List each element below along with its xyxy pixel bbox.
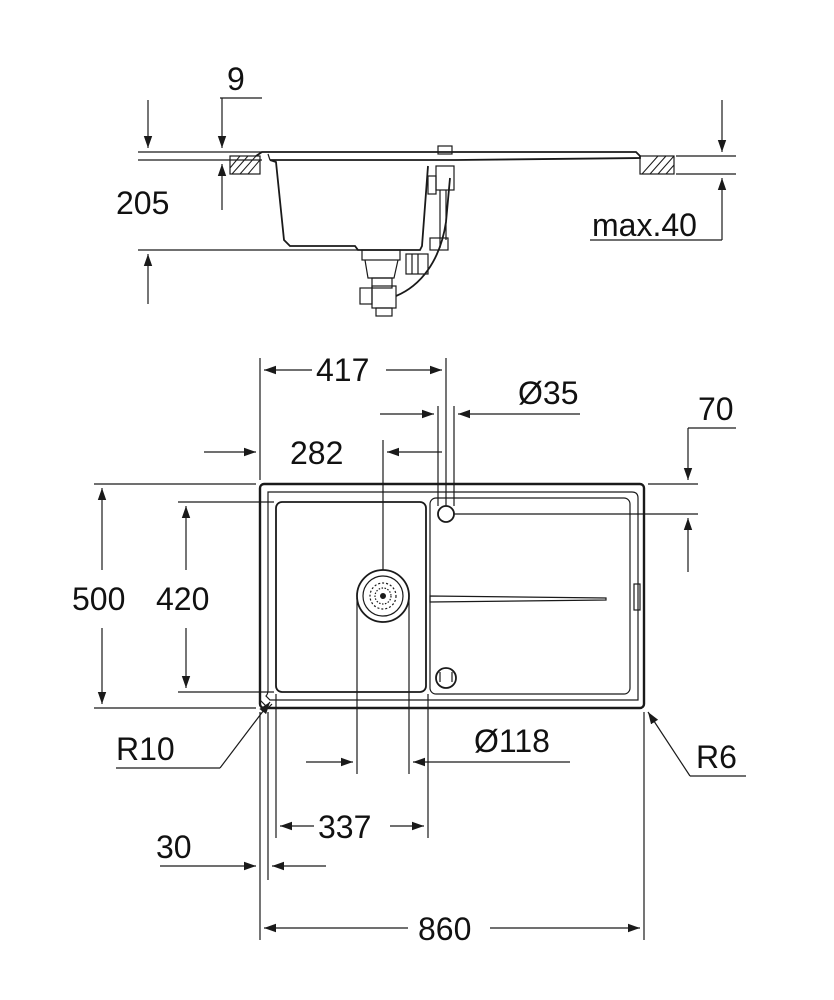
dim-width-to-tap: 417 [259, 352, 447, 506]
worktop-left-hatch [229, 155, 261, 175]
radius-inner-label: R10 [116, 731, 175, 767]
drain-diameter-label: Ø118 [474, 723, 550, 759]
tap-hole-label: Ø35 [518, 375, 578, 411]
bowl [275, 501, 427, 693]
dim-tap-hole: Ø35 [380, 375, 580, 506]
width-to-drain-label: 282 [290, 435, 343, 471]
dim-depth: 205 [116, 100, 358, 304]
radius-outer-label: R6 [696, 739, 737, 775]
rim-thickness-label: 9 [227, 61, 245, 97]
dim-radius-inner: R10 [116, 701, 271, 769]
dim-overall-width: 860 [264, 712, 645, 947]
dim-bowl-depth: 420 [156, 501, 274, 693]
worktop-right-hatch [639, 155, 675, 175]
depth-label: 205 [116, 185, 169, 221]
outer-depth-label: 500 [72, 581, 125, 617]
dim-bowl-width: 337 [275, 694, 429, 845]
side-view: 9 205 max.40 [116, 61, 736, 317]
bowl-depth-label: 420 [156, 581, 209, 617]
drain-strainer [356, 569, 410, 623]
dim-radius-outer: R6 [647, 711, 746, 777]
sink-outline [258, 482, 646, 710]
dim-edge-offset: 30 [156, 712, 326, 940]
width-to-tap-label: 417 [316, 352, 369, 388]
edge-offset-label: 30 [156, 829, 192, 865]
top-view: 417 Ø35 70 282 [72, 352, 746, 947]
dim-rim-thickness: 9 [138, 61, 262, 210]
worktop-max-label: max.40 [592, 207, 697, 243]
tap-hole [437, 505, 455, 523]
bowl-width-label: 337 [318, 809, 371, 845]
tap-offset-label: 70 [698, 391, 734, 427]
dim-drain-diameter: Ø118 [306, 598, 570, 774]
dim-width-to-drain: 282 [204, 435, 442, 570]
dim-outer-depth: 500 [72, 483, 256, 709]
dim-tap-offset: 70 [454, 391, 736, 572]
dim-worktop-max: max.40 [590, 100, 736, 243]
overall-width-label: 860 [418, 911, 471, 947]
overflow [435, 667, 457, 689]
sink-profile [255, 145, 641, 317]
